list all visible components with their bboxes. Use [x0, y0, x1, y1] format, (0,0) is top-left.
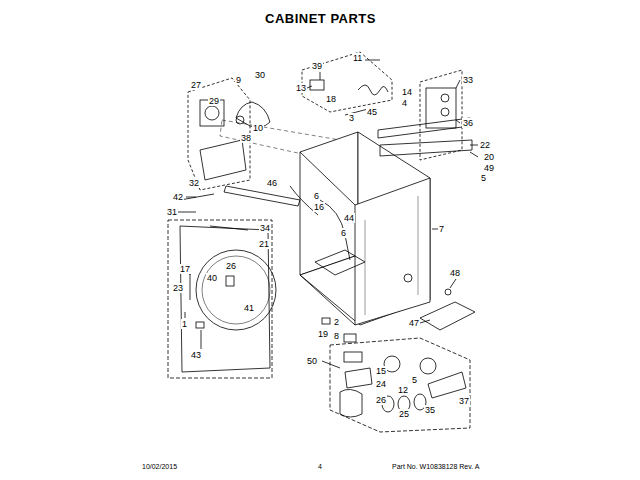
page-number: 4 — [318, 463, 322, 471]
callout-number: 21 — [258, 239, 270, 249]
callout-number: 5 — [411, 375, 418, 385]
callout-number: 24 — [375, 379, 387, 389]
callout-number: 13 — [295, 83, 307, 93]
callout-number: 43 — [190, 350, 202, 360]
callout-number: 12 — [397, 385, 409, 395]
callout-number: 29 — [208, 96, 220, 106]
callout-number: 26 — [225, 261, 237, 271]
callout-number: 49 — [483, 163, 495, 173]
callout-number: 3 — [348, 113, 355, 123]
callout-number: 14 — [401, 87, 413, 97]
callout-number: 22 — [479, 140, 491, 150]
callout-number: 37 — [458, 396, 470, 406]
callout-number: 48 — [449, 268, 461, 278]
callout-number: 19 — [317, 329, 329, 339]
title: CABINET PARTS — [265, 11, 376, 26]
callout-number: 18 — [325, 94, 337, 104]
callout-number: 42 — [172, 192, 184, 202]
callout-number: 26 — [375, 395, 387, 405]
callout-number: 20 — [483, 152, 495, 162]
callout-number: 25 — [398, 409, 410, 419]
callout-number: 16 — [313, 202, 325, 212]
callout-number: 30 — [254, 70, 266, 80]
callout-number: 7 — [438, 224, 445, 234]
callout-number: 1 — [181, 319, 188, 329]
callout-number: 31 — [166, 207, 178, 217]
callout-number: 33 — [462, 75, 474, 85]
callout-number: 41 — [243, 303, 255, 313]
foot-date: 10/02/2015 — [142, 463, 177, 471]
callout-number: 34 — [259, 223, 271, 233]
callout-number: 40 — [206, 273, 218, 283]
callout-number: 38 — [240, 133, 252, 143]
callout-number: 10 — [252, 123, 264, 133]
callout-number: 50 — [306, 356, 318, 366]
callout-number: 6 — [313, 191, 320, 201]
callout-number: 27 — [190, 80, 202, 90]
callout-number: 45 — [366, 107, 378, 117]
callout-number: 6 — [340, 228, 347, 238]
callout-number: 46 — [266, 178, 278, 188]
callout-number: 23 — [172, 283, 184, 293]
callout-number: 11 — [352, 53, 363, 63]
callout-number: 35 — [424, 405, 436, 415]
callout-number: 36 — [462, 118, 474, 128]
callout-number: 4 — [401, 98, 408, 108]
callout-number: 32 — [188, 178, 200, 188]
callout-number: 17 — [179, 264, 191, 274]
callout-number: 9 — [235, 75, 242, 85]
callout-number: 5 — [480, 173, 487, 183]
callout-number: 47 — [408, 318, 420, 328]
callout-number: 39 — [311, 61, 323, 71]
callout-number: 2 — [333, 317, 340, 327]
callout-number: 15 — [375, 366, 387, 376]
part-number: Part No. W10838128 Rev. A — [392, 463, 479, 471]
callout-number: 44 — [343, 213, 355, 223]
callout-number: 8 — [333, 331, 340, 341]
